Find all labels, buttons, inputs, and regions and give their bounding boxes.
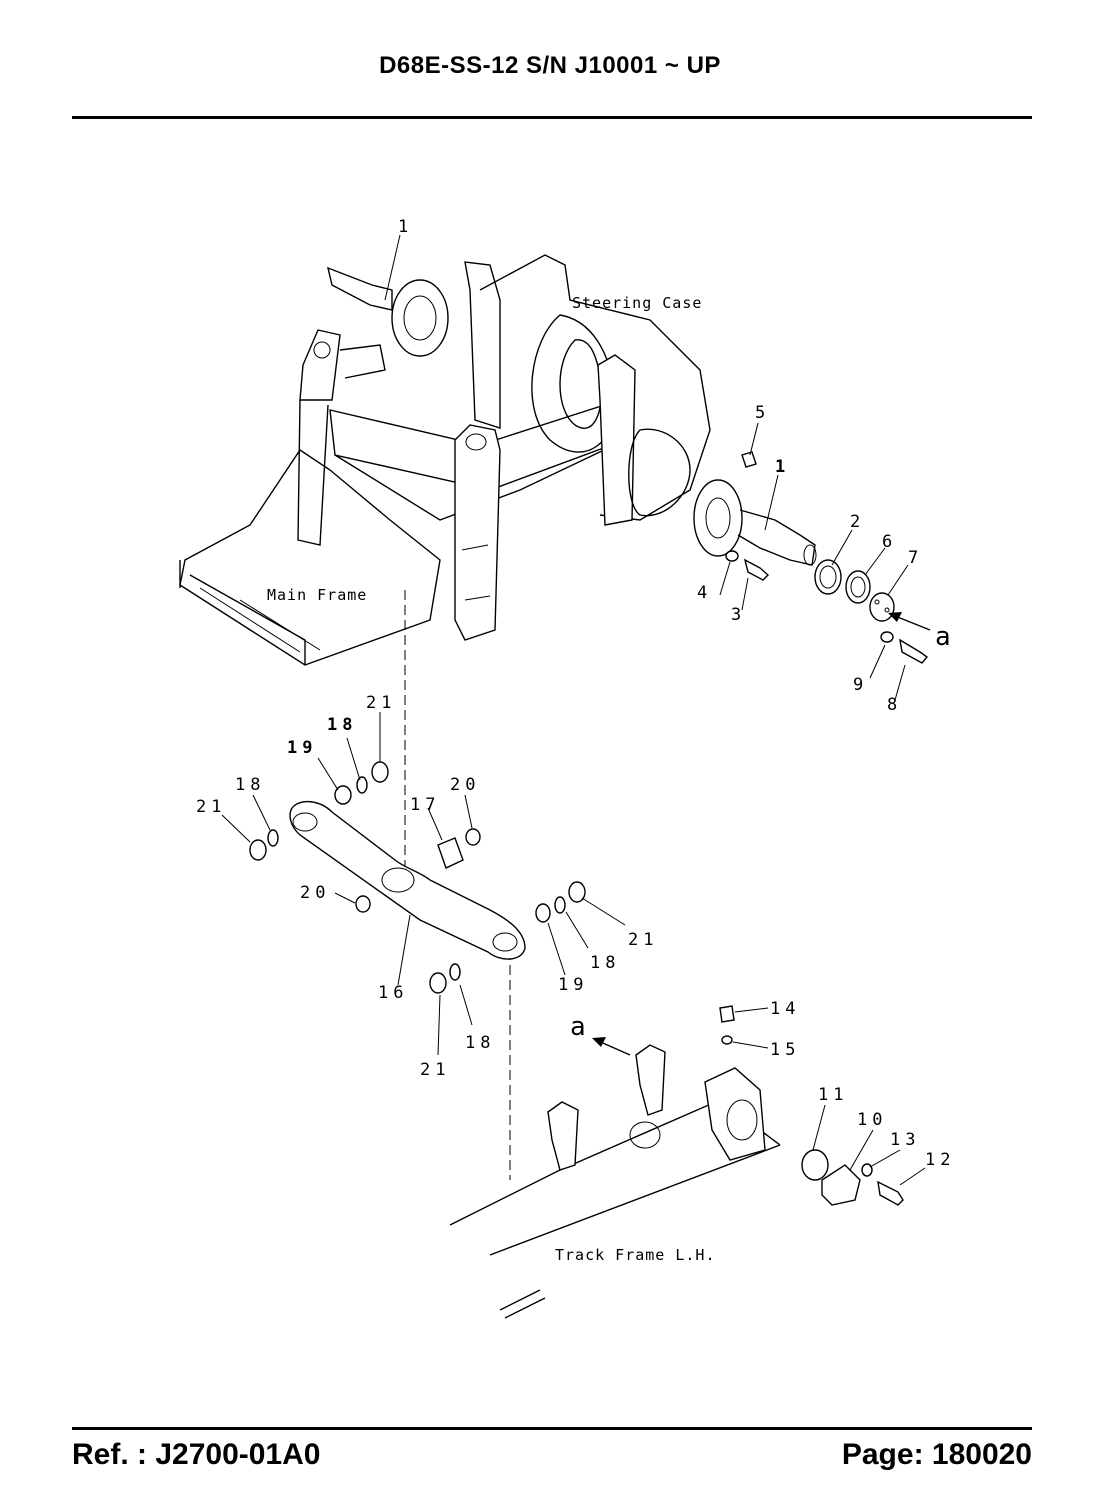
steering-case-label: Steering Case [572,294,702,312]
callout-21-d: 21 [420,1060,450,1080]
callout-13: 13 [890,1130,920,1150]
callout-21-c: 21 [628,930,658,950]
main-frame-label: Main Frame [267,586,367,604]
callout-14: 14 [770,999,800,1019]
page-number: Page: 180020 [841,1438,1032,1471]
callout-20-b: 20 [300,883,330,903]
pivot-shaft-top-drawing [327,266,449,357]
equalizer-bar-drawing [289,801,526,960]
callout-18-c: 18 [590,953,620,973]
header-divider [72,116,1032,119]
callout-9: 9 [853,675,863,695]
page-title: D68E-SS-12 S/N J10001 ~ UP [379,52,721,79]
callout-12: 12 [925,1150,955,1170]
callout-2: 2 [850,512,860,532]
callout-10: 10 [857,1110,887,1130]
callout-4: 4 [697,583,707,603]
reference-number: Ref. : J2700-01A0 [72,1438,321,1471]
callout-1-top: 1 [398,217,408,237]
callout-18-b: 18 [235,775,265,795]
callout-18-a: 18 [327,715,357,735]
callout-19-a: 19 [287,738,317,758]
callout-6: 6 [882,532,892,552]
track-frame-label: Track Frame L.H. [555,1246,716,1264]
callout-7: 7 [908,548,918,568]
leader-lines [221,234,931,1186]
callout-8: 8 [887,695,897,715]
footer-divider [72,1427,1032,1430]
callout-15: 15 [770,1040,800,1060]
callout-3: 3 [731,605,741,625]
callout-20-a: 20 [450,775,480,795]
track-frame-drawing [449,1005,904,1319]
callout-17: 17 [410,795,440,815]
callout-5: 5 [755,403,765,423]
bushings-and-seals-drawing [249,761,586,994]
callout-21-b: 21 [196,797,226,817]
callout-16: 16 [378,983,408,1003]
view-a-label-left: a [570,1012,586,1042]
callout-1-right: 1 [775,457,785,477]
main-frame-drawing [179,254,711,1180]
view-a-label-right: a [935,622,951,652]
callout-19-b: 19 [558,975,588,995]
callout-18-d: 18 [465,1033,495,1053]
callout-11: 11 [818,1085,848,1105]
small-parts-right-drawing [725,451,929,664]
pivot-shaft-right-drawing [693,479,817,566]
callout-21-a: 21 [366,693,396,713]
